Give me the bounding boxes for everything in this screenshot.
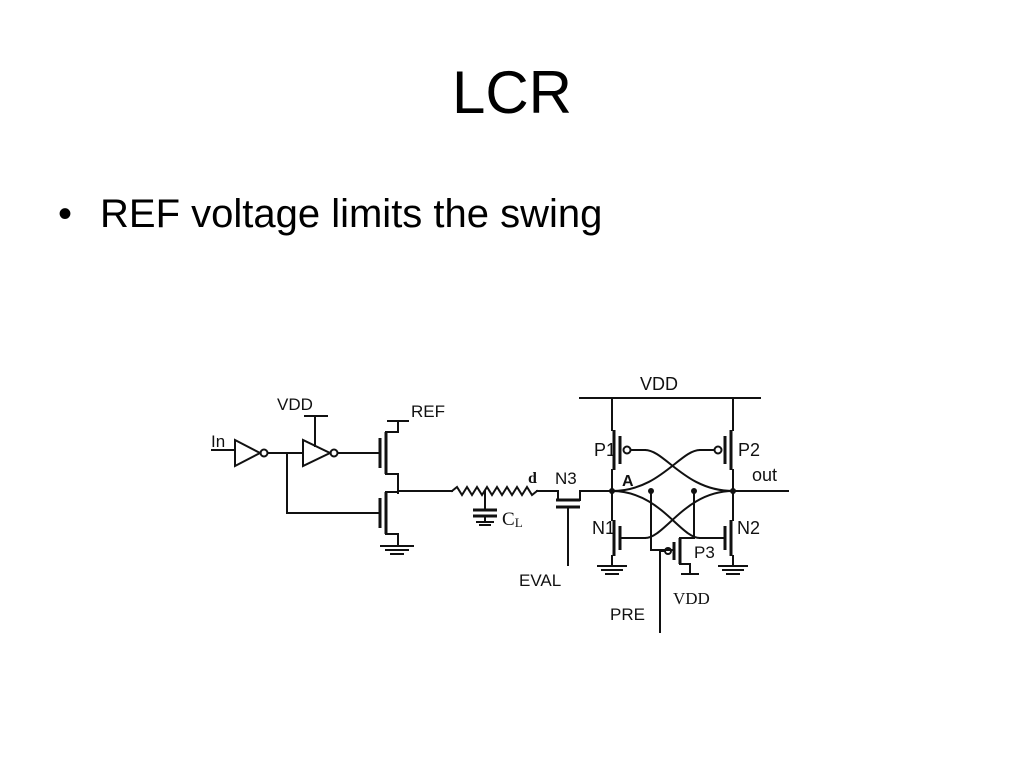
- label-ref: REF: [411, 402, 445, 421]
- label-eval: EVAL: [519, 571, 561, 590]
- bullet-list: • REF voltage limits the swing: [58, 190, 602, 238]
- bullet-item: • REF voltage limits the swing: [58, 190, 602, 238]
- inverter-2-symbol: [302, 438, 333, 468]
- label-p1: P1: [594, 440, 616, 460]
- inverter-1-symbol: [234, 438, 263, 468]
- n3-transistor: [556, 490, 613, 566]
- sense-amplifier: [579, 397, 789, 633]
- bullet-marker: •: [58, 192, 73, 236]
- driver-transistors: [378, 420, 414, 555]
- label-n1: N1: [592, 518, 615, 538]
- label-out: out: [752, 465, 777, 485]
- label-vdd-left: VDD: [277, 395, 313, 414]
- label-vdd-bottom: VDD: [673, 589, 710, 608]
- label-node-a: A: [622, 473, 634, 490]
- slide-title: LCR: [451, 59, 573, 126]
- label-p2: P2: [738, 440, 760, 460]
- bullet-text: REF voltage limits the swing: [100, 192, 603, 236]
- label-cl: CL: [502, 509, 523, 530]
- input-stage: [211, 415, 379, 514]
- label-cl-subscript: L: [515, 515, 523, 530]
- label-cl-main: C: [502, 509, 515, 530]
- label-n2: N2: [737, 518, 760, 538]
- transmission-line: [397, 485, 559, 526]
- label-d: d: [528, 470, 537, 487]
- label-pre: PRE: [610, 605, 645, 624]
- label-vdd-top: VDD: [640, 374, 678, 394]
- label-n3: N3: [555, 469, 577, 488]
- label-in: In: [211, 432, 225, 451]
- label-p3: P3: [694, 543, 715, 562]
